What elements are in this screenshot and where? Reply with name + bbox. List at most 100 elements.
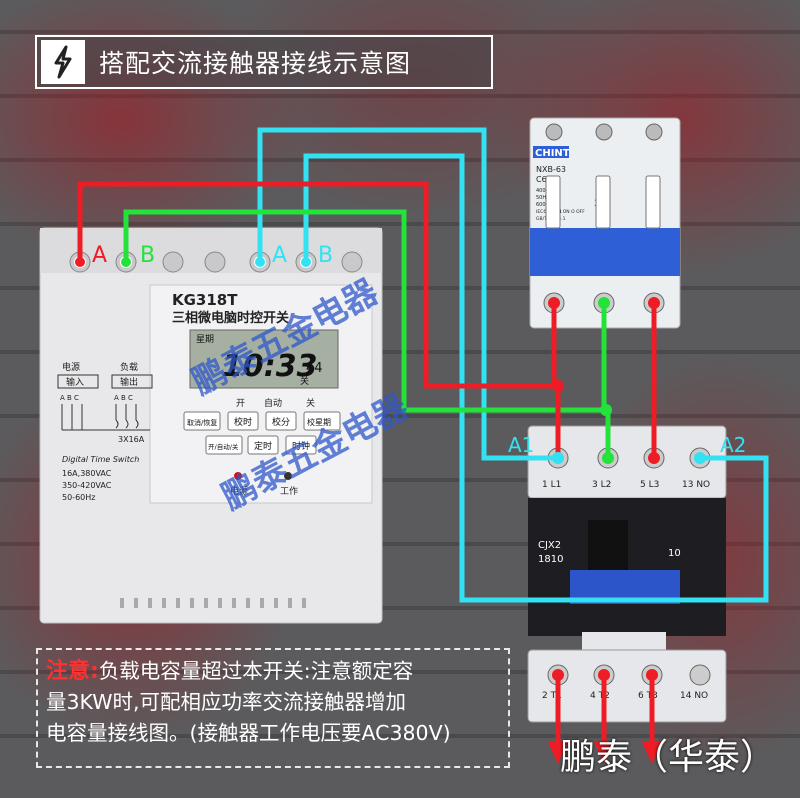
abc-left: A B C <box>60 394 79 402</box>
junction-red <box>552 380 564 392</box>
button-set-week-label: 校星期 <box>307 417 331 427</box>
spec-line-3: 50-60Hz <box>62 493 95 502</box>
wires <box>77 127 769 742</box>
breaker-toggle-2[interactable] <box>595 175 611 229</box>
label-auto: 自动 <box>264 397 282 409</box>
breaker-toggle-3[interactable] <box>645 175 661 229</box>
breaker-spec-c: 6000A <box>536 202 553 208</box>
timer-terminal-a-dot <box>75 257 85 267</box>
abc-right: A B C <box>114 394 133 402</box>
note-line-3: 电容量接线图。(接触器工作电压要AC380V) <box>46 721 451 745</box>
arrow-down-icon <box>594 742 614 764</box>
button-set-minute-label: 校分 <box>272 416 290 428</box>
terminal-l1: 1 L1 <box>542 480 561 490</box>
terminal-l2: 3 L2 <box>592 480 611 490</box>
title-bar: 搭配交流接触器接线示意图 <box>35 35 493 89</box>
breaker-rating: C63 <box>536 175 552 184</box>
spec-line-2: 350-420VAC <box>62 481 112 490</box>
contactor-a2-dot <box>694 452 706 464</box>
timer-subtitle: 三相微电脑时控开关 <box>172 310 289 326</box>
button-cancel-restore[interactable] <box>183 411 221 431</box>
work-led-label: 工作 <box>280 485 298 497</box>
output-arrows <box>548 742 662 764</box>
lcd-day-label: 星期 <box>196 334 214 345</box>
page-title: 搭配交流接触器接线示意图 <box>99 49 412 78</box>
contactor-model-2: 1810 <box>538 554 563 565</box>
button-timer-label: 定时 <box>254 440 272 452</box>
contactor-bottom <box>527 649 727 723</box>
label-close: 关 <box>306 397 315 409</box>
contactor-a1-dot <box>552 452 564 464</box>
breaker-on-off: I ON O OFF <box>560 209 585 215</box>
load-label: 负载 <box>120 361 138 373</box>
arrow-down-icon <box>548 742 568 764</box>
terminal-t1: 2 T1 <box>542 691 562 701</box>
button-set-week[interactable] <box>303 411 341 431</box>
breaker-handle-band <box>530 228 680 276</box>
button-on-auto-off-label: 开/自动/关 <box>208 442 239 451</box>
timer-load-b-dot <box>301 257 311 267</box>
timer-face <box>149 284 373 504</box>
label-coil-a1: A1 <box>508 433 534 457</box>
timer-terminal-b-dot <box>121 257 131 267</box>
breaker-brand-plate <box>533 146 569 158</box>
power-label: 电源 <box>62 361 80 373</box>
note-text-1: 负载电容量超过本开关:注意额定容 <box>98 659 414 683</box>
ac-contactor: CJX2 1810 10 1 L1 3 L2 5 L3 13 NO 2 T1 4… <box>527 425 727 723</box>
green-wire-load <box>123 209 611 458</box>
power-led <box>234 472 242 480</box>
brand-label: 鹏泰（华泰） <box>560 737 777 778</box>
timer-schematic <box>61 404 150 431</box>
cyan-wire-A1 <box>257 127 558 461</box>
button-on-auto-off[interactable] <box>205 435 243 455</box>
timer-switch-device: KG318T 三相微电脑时控开关 星期 10:33 44 关 开 自动 关 取消… <box>39 227 383 624</box>
rating-small: 3X16A <box>118 435 145 444</box>
input-label: 输入 <box>66 376 84 388</box>
button-set-hour[interactable] <box>227 411 259 431</box>
digital-label: Digital Time Switch <box>62 455 139 464</box>
label-open: 开 <box>236 398 245 409</box>
circuit-breaker: CHINT NXB-63 C63 400V~ 50Hz 6000A IEC608… <box>529 117 681 329</box>
lcd-time: 10:33 <box>222 349 318 384</box>
output-box <box>111 374 153 389</box>
label-terminal-a: A <box>92 243 107 268</box>
button-set-hour-label: 校时 <box>234 416 252 428</box>
terminal-13no: 13 NO <box>682 480 710 490</box>
note-line-2: 量3KW时,可配相应功率交流接触器增加 <box>46 690 407 714</box>
timer-load-a-dot <box>255 257 265 267</box>
power-led-label: 电源 <box>230 485 248 497</box>
button-timer[interactable] <box>247 435 279 455</box>
label-terminal-b: B <box>140 243 155 268</box>
contactor-rating: 10 <box>668 548 681 559</box>
vent-slots <box>120 598 306 608</box>
timer-lcd <box>189 329 339 389</box>
lightning-icon <box>41 40 85 84</box>
note-line-1: 注意:负载电容量超过本开关:注意额定容 <box>46 656 500 687</box>
button-set-minute[interactable] <box>265 411 297 431</box>
label-load-b: B <box>318 243 333 268</box>
input-box <box>57 374 99 389</box>
contactor-aux <box>582 632 666 652</box>
breaker-toggles <box>545 175 661 229</box>
contactor-model: CJX2 <box>538 540 561 551</box>
label-coil-a2: A2 <box>720 433 746 457</box>
note-head: 注意: <box>46 659 99 684</box>
cyan-wire-A2 <box>303 153 769 603</box>
button-clock[interactable] <box>285 435 317 455</box>
lcd-state: 关 <box>300 375 309 387</box>
terminal-14no: 14 NO <box>680 691 708 701</box>
terminal-t2: 4 T2 <box>590 691 610 701</box>
work-led <box>284 472 292 480</box>
breaker-brand: CHINT <box>535 148 570 159</box>
terminal-l3: 5 L3 <box>640 480 659 490</box>
contactor-l3-dot <box>648 452 660 464</box>
spec-line-1: 16A,380VAC <box>62 469 112 478</box>
junction-green <box>600 404 612 416</box>
label-load-a: A <box>272 243 287 268</box>
timer-buttons: 取消/恢复 校时 校分 校星期 开/自动/关 定时 时钟 <box>183 411 341 455</box>
button-clock-label: 时钟 <box>292 440 310 452</box>
lcd-seconds: 44 <box>306 361 323 376</box>
breaker-toggle-1[interactable] <box>545 175 561 229</box>
